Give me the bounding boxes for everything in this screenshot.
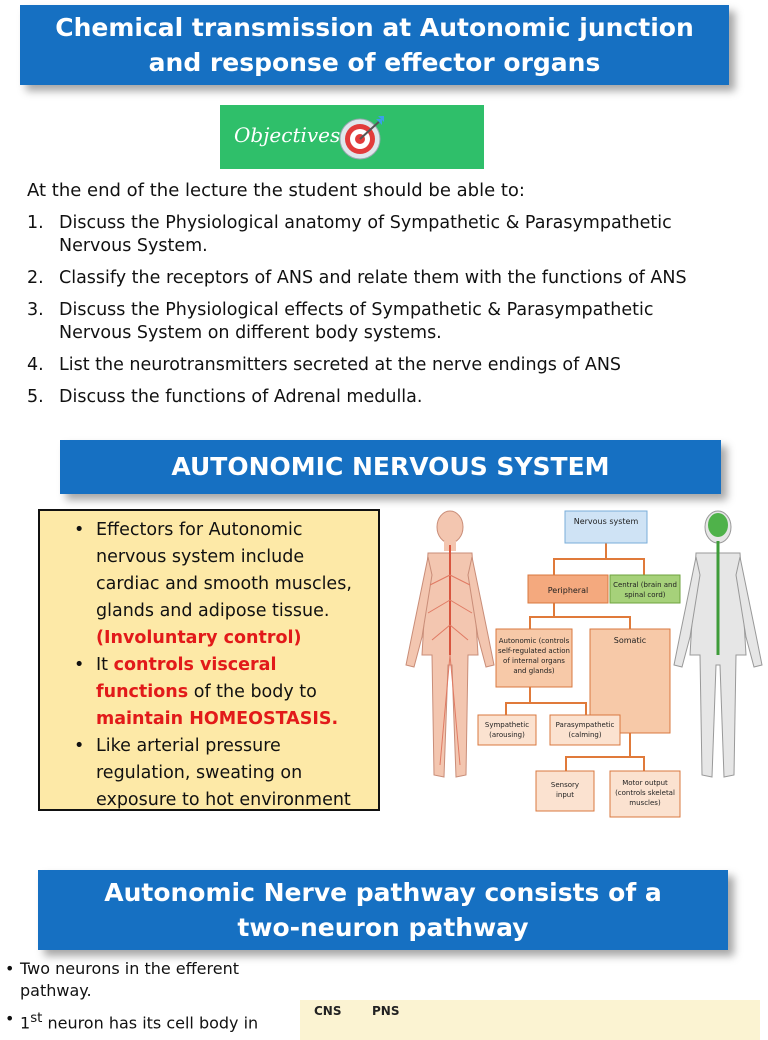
- list-item: • Two neurons in the efferent pathway.: [5, 958, 285, 1002]
- svg-text:of internal organs: of internal organs: [503, 657, 565, 665]
- diagram-label: Peripheral: [548, 586, 588, 595]
- intro-text: At the end of the lecture the student sh…: [27, 180, 525, 201]
- svg-text:Autonomic (controls: Autonomic (controls: [499, 637, 570, 645]
- item-line: Discuss the Physiological effects of Sym…: [59, 300, 654, 320]
- svg-text:(controls skeletal: (controls skeletal: [615, 789, 675, 797]
- bullet-icon: •: [5, 1009, 15, 1028]
- bullet-icon: •: [74, 736, 85, 756]
- item-line: Classify the receptors of ANS and relate…: [59, 268, 687, 288]
- item-line: List the neurotransmitters secreted at t…: [59, 355, 622, 375]
- point-emphasis: controls visceral functions: [96, 655, 277, 702]
- svg-text:self-regulated action: self-regulated action: [498, 647, 570, 655]
- pathway-heading: Autonomic Nerve pathway consists of a tw…: [38, 870, 728, 950]
- item-line: Nervous System.: [59, 236, 208, 256]
- title-line-2: and response of effector organs: [148, 48, 601, 77]
- point-text: of the body to: [188, 682, 317, 702]
- svg-text:Motor output: Motor output: [622, 779, 668, 787]
- box-sympathetic: Sympathetic (arousing): [477, 714, 537, 746]
- point-text: neuron has its cell body in: [47, 1013, 259, 1033]
- list-item: • Like arterial pressure regulation, swe…: [40, 733, 378, 814]
- pathway-points: • Two neurons in the efferent pathway. •…: [5, 958, 285, 1040]
- box-autonomic: Autonomic (controls self-regulated actio…: [495, 628, 573, 688]
- item-line: Discuss the Physiological anatomy of Sym…: [59, 213, 672, 233]
- cns-pns-figure: CNS PNS: [300, 1000, 760, 1040]
- nervous-system-diagram: Nervous system Peripheral Central (brain…: [405, 510, 763, 818]
- svg-text:(arousing): (arousing): [489, 731, 525, 739]
- list-item: 2. Classify the receptors of ANS and rel…: [27, 267, 747, 290]
- pns-label: PNS: [372, 1004, 400, 1018]
- body-figure-left: [405, 510, 495, 778]
- list-item: 4. List the neurotransmitters secreted a…: [27, 354, 747, 377]
- ordinal-suffix: st: [30, 1011, 43, 1026]
- item-number: 2.: [27, 268, 44, 288]
- list-item: • 1st neuron has its cell body in: [5, 1008, 285, 1034]
- objectives-list: 1. Discuss the Physiological anatomy of …: [27, 212, 747, 418]
- point-emphasis: (Involuntary control): [96, 628, 302, 648]
- svg-text:Central (brain and: Central (brain and: [613, 581, 677, 589]
- box-sensory: Sensory input: [535, 770, 595, 812]
- point-text: Like arterial pressure regulation, sweat…: [96, 736, 351, 810]
- point-text: Effectors for Autonomic nervous system i…: [96, 520, 352, 621]
- objectives-badge: Objectives: [220, 105, 484, 169]
- list-item: 1. Discuss the Physiological anatomy of …: [27, 212, 747, 258]
- diagram-label: Somatic: [614, 636, 646, 645]
- list-item: 5. Discuss the functions of Adrenal medu…: [27, 386, 747, 409]
- svg-text:spinal cord): spinal cord): [625, 591, 666, 599]
- objectives-label: Objectives: [234, 123, 341, 147]
- item-line: Nervous System on different body systems…: [59, 323, 442, 343]
- pathway-heading-line-1: Autonomic Nerve pathway consists of a: [104, 878, 662, 907]
- ordinal-number: 1: [20, 1013, 31, 1033]
- bullet-icon: •: [74, 520, 85, 540]
- point-text: It: [96, 655, 114, 675]
- box-motor: Motor output (controls skeletal muscles): [609, 770, 681, 818]
- item-number: 4.: [27, 355, 44, 375]
- list-item: • It controls visceral functions of the …: [40, 652, 378, 733]
- item-line: Discuss the functions of Adrenal medulla…: [59, 387, 423, 407]
- bullet-icon: •: [74, 655, 85, 675]
- body-figure-right: [673, 510, 763, 778]
- svg-text:Sympathetic: Sympathetic: [485, 721, 529, 729]
- pathway-heading-line-2: two-neuron pathway: [237, 913, 529, 942]
- ans-heading: AUTONOMIC NERVOUS SYSTEM: [60, 440, 721, 494]
- list-item: • Effectors for Autonomic nervous system…: [40, 517, 378, 652]
- box-nervous-system: Nervous system: [564, 510, 648, 544]
- svg-text:and glands): and glands): [513, 667, 555, 675]
- list-item: 3. Discuss the Physiological effects of …: [27, 299, 747, 345]
- cns-label: CNS: [314, 1004, 342, 1018]
- box-parasympathetic: Parasympathetic (calming): [549, 714, 621, 746]
- ans-points-box: • Effectors for Autonomic nervous system…: [38, 509, 380, 811]
- point-text: Two neurons in the efferent pathway.: [20, 959, 239, 1000]
- item-number: 3.: [27, 300, 44, 320]
- svg-text:(calming): (calming): [568, 731, 601, 739]
- title-banner: Chemical transmission at Autonomic junct…: [20, 5, 729, 85]
- svg-text:input: input: [556, 791, 574, 799]
- title-line-1: Chemical transmission at Autonomic junct…: [55, 13, 694, 42]
- svg-text:Sensory: Sensory: [551, 781, 579, 789]
- diagram-label: Nervous system: [574, 517, 639, 526]
- bullet-icon: •: [5, 959, 15, 978]
- svg-text:Parasympathetic: Parasympathetic: [556, 721, 615, 729]
- box-central: Central (brain and spinal cord): [609, 574, 681, 604]
- item-number: 1.: [27, 213, 44, 233]
- target-icon: [339, 116, 384, 160]
- box-peripheral: Peripheral: [527, 574, 609, 604]
- point-emphasis: maintain HOMEOSTASIS.: [96, 709, 339, 729]
- item-number: 5.: [27, 387, 44, 407]
- svg-text:muscles): muscles): [629, 799, 661, 807]
